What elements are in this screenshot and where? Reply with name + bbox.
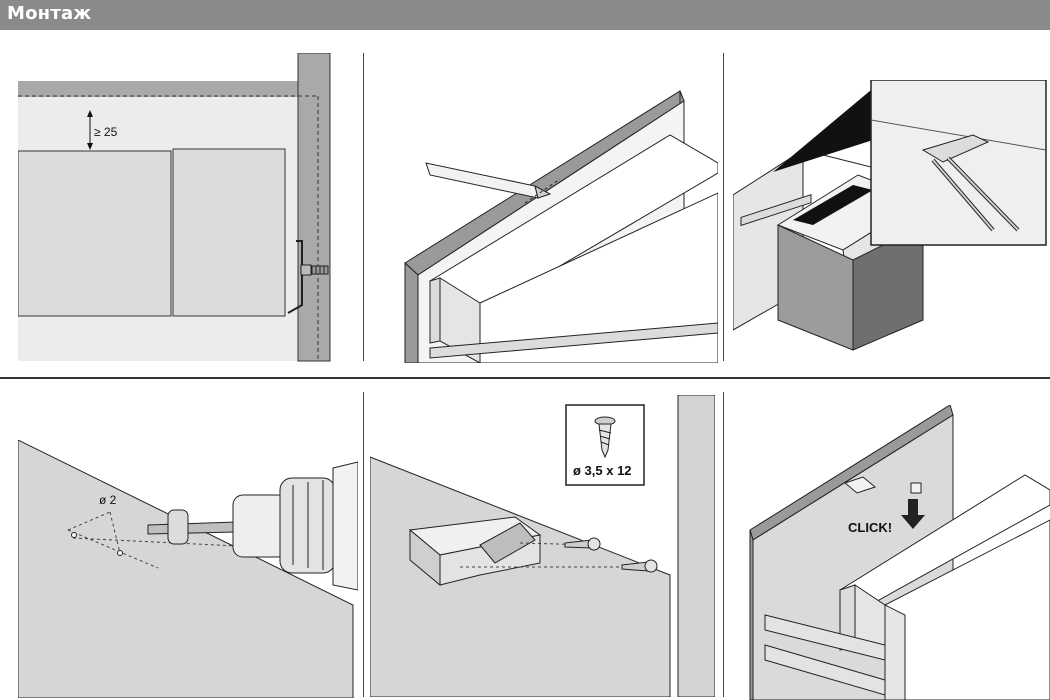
bracket-icon xyxy=(408,516,542,587)
screw-icon xyxy=(564,537,601,551)
page-title: Монтаж xyxy=(7,3,92,24)
screw-size-label: ø 3,5 x 12 xyxy=(573,463,632,478)
step-6-illustration: CLICK! xyxy=(749,405,1050,700)
column-divider-1 xyxy=(363,53,364,361)
clearance-label: ≥ 25 xyxy=(94,125,118,139)
step-3-panel xyxy=(733,80,1048,360)
step-5-panel: ø 3,5 x 12 xyxy=(370,395,715,697)
column-divider-3 xyxy=(363,392,364,697)
step-2-panel xyxy=(380,53,718,363)
header-bar: Монтаж xyxy=(0,0,1050,30)
screw-spec-box: ø 3,5 x 12 xyxy=(565,404,645,486)
step-5-illustration: ø 3,5 x 12 xyxy=(370,395,715,697)
step-1-panel: ≥ 25 xyxy=(18,53,333,363)
column-divider-4 xyxy=(723,392,724,697)
step-4-illustration: ø 2 xyxy=(18,440,358,698)
step-4-panel: ø 2 xyxy=(18,440,358,698)
drill-icon xyxy=(147,461,358,591)
pencil-icon xyxy=(425,162,561,204)
column-divider-2 xyxy=(723,53,724,361)
row-divider xyxy=(0,377,1050,379)
step-6-panel: CLICK! xyxy=(745,405,1050,700)
arrow-down-icon xyxy=(901,499,925,529)
step-1-illustration: ≥ 25 xyxy=(18,53,331,362)
step-3-illustration xyxy=(733,80,1047,351)
screw-icon xyxy=(594,416,616,459)
screw-icon xyxy=(621,559,658,573)
step-2-illustration xyxy=(404,90,718,363)
drill-diameter-label: ø 2 xyxy=(99,493,117,507)
detail-bubble xyxy=(773,80,1047,246)
screw-icon xyxy=(311,265,329,275)
bracket-icon xyxy=(287,240,312,314)
click-label: CLICK! xyxy=(848,520,892,535)
